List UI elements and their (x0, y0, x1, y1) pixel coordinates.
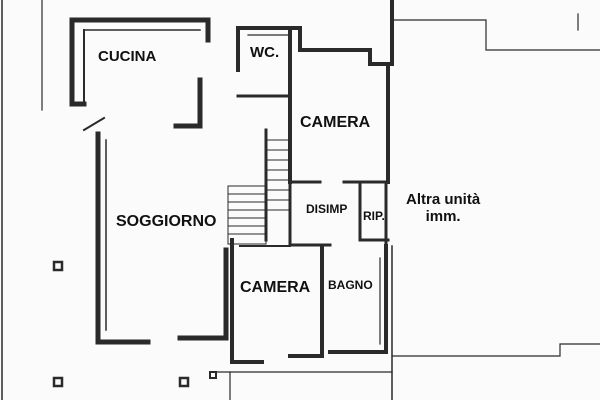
room-label-soggiorno: SOGGIORNO (116, 213, 217, 230)
camera-bottom-left-wall (230, 238, 264, 364)
rip-wall (358, 180, 390, 242)
pillar (52, 376, 64, 388)
soggiorno-left-wall (95, 131, 151, 345)
room-label-altra-unita: Altra unità imm. (406, 191, 481, 225)
room-label-camera-bottom: CAMERA (240, 279, 311, 296)
camera-top-wall (298, 0, 394, 66)
pillar (209, 371, 217, 379)
bottom-right-outline (391, 343, 600, 357)
kitchen-wall-top (69, 17, 211, 43)
bagno-wall (328, 244, 388, 354)
soggiorno-right-wall (177, 247, 229, 341)
altra-unita-line1: Altra unità (406, 191, 481, 208)
wc-wall-top (236, 26, 302, 52)
pillar (52, 260, 64, 272)
kitchen-wall-right (173, 77, 203, 129)
room-label-wc: WC. (250, 44, 280, 61)
room-label-bagno: BAGNO (328, 278, 373, 292)
camera-bottom-right-wall (288, 244, 324, 358)
room-label-disimp: DISIMP (306, 202, 348, 216)
pillar (178, 376, 190, 388)
staircase (227, 139, 291, 245)
room-label-camera-top: CAMERA (300, 114, 371, 131)
altra-unita-line2: imm. (425, 207, 461, 225)
soggiorno-top-wall (82, 116, 106, 132)
room-label-cucina: CUCINA (98, 48, 157, 65)
top-right-outline (391, 19, 600, 51)
kitchen-wall (69, 17, 87, 107)
room-label-rip: RIP. (363, 209, 385, 223)
